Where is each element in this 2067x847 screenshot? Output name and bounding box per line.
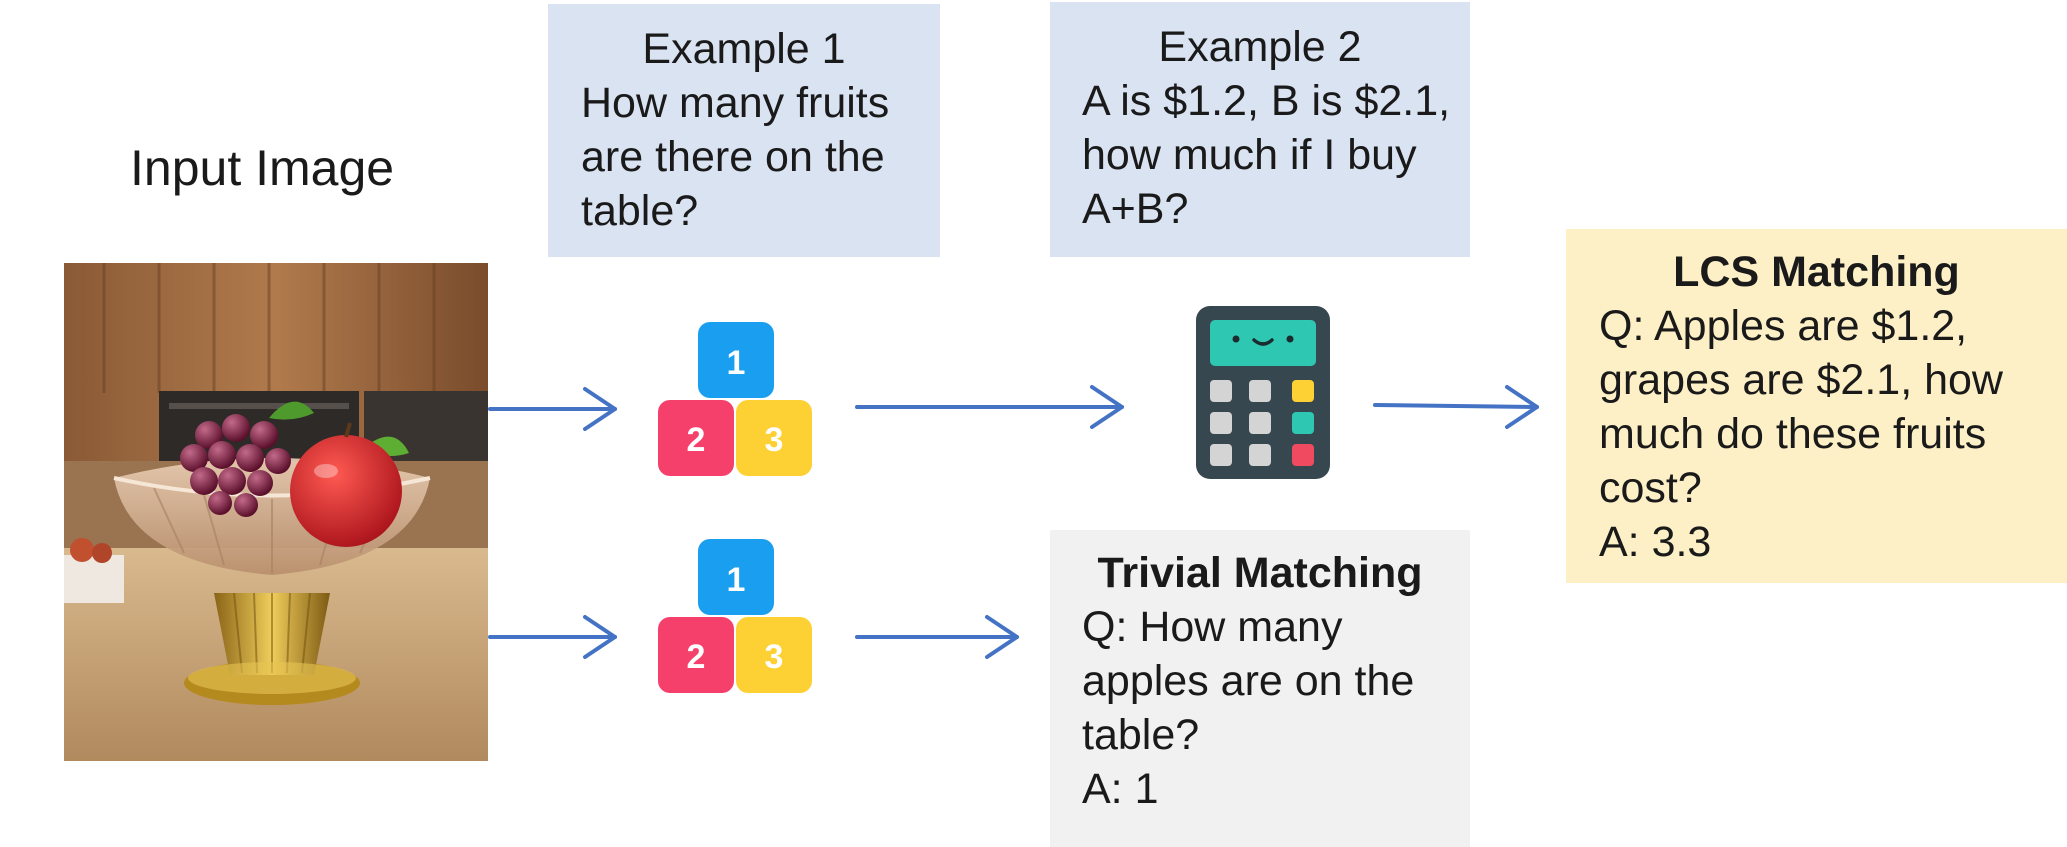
block-2-label: 2: [687, 638, 706, 676]
example-1-box: Example 1 How many fruits are there on t…: [548, 4, 940, 257]
block-1: [698, 322, 774, 398]
lcs-matching-line: much do these fruits: [1599, 410, 1987, 458]
arrow-image-to-blocks-bottom: [488, 615, 617, 659]
arrow-calculator-to-lcs: [1373, 385, 1539, 429]
lcs-matching-line: A: 3.3: [1599, 518, 1712, 566]
input-image-title: Input Image: [130, 140, 395, 196]
block-3: [736, 617, 812, 693]
block-3: [736, 400, 812, 476]
lcs-matching-box: LCS Matching Q: Apples are $1.2, grapes …: [1566, 229, 2067, 583]
arrow-blocks-to-trivial: [855, 615, 1019, 659]
trivial-matching-line: apples are on the: [1082, 657, 1415, 705]
lcs-matching-line: grapes are $2.1, how: [1599, 356, 2003, 404]
lcs-matching-line: Q: Apples are $1.2,: [1599, 302, 1968, 350]
input-photo: [64, 263, 488, 761]
block-1-label: 1: [727, 561, 746, 599]
block-2: [658, 400, 734, 476]
block-1: [698, 539, 774, 615]
trivial-matching-title: Trivial Matching: [1097, 549, 1423, 597]
number-blocks-icon: 1 2 3: [658, 322, 812, 476]
block-2: [658, 617, 734, 693]
trivial-matching-line: A: 1: [1082, 765, 1159, 813]
lcs-matching-title: LCS Matching: [1673, 248, 1960, 296]
example-2-line: A is $1.2, B is $2.1,: [1082, 77, 1451, 125]
example-2-heading: Example 2: [1158, 23, 1362, 71]
trivial-matching-box: Trivial Matching Q: How many apples are …: [1050, 530, 1470, 847]
calculator-icon: [1196, 306, 1330, 479]
trivial-matching-line: table?: [1082, 711, 1200, 759]
trivial-matching-line: Q: How many: [1082, 603, 1343, 651]
example-2-line: A+B?: [1082, 185, 1189, 233]
example-1-line: How many fruits: [581, 79, 890, 127]
number-blocks-icon: 1 2 3: [658, 539, 812, 693]
block-2-label: 2: [687, 421, 706, 459]
example-1-line: table?: [581, 187, 699, 235]
example-1-heading: Example 1: [642, 25, 846, 73]
block-1-label: 1: [727, 344, 746, 382]
block-3-label: 3: [765, 421, 784, 459]
example-2-box: Example 2 A is $1.2, B is $2.1, how much…: [1050, 2, 1470, 257]
arrow-blocks-to-calculator: [855, 385, 1124, 429]
example-1-line: are there on the: [581, 133, 885, 181]
arrow-image-to-blocks-top: [488, 387, 617, 431]
block-3-label: 3: [765, 638, 784, 676]
lcs-matching-line: cost?: [1599, 464, 1702, 512]
example-2-line: how much if I buy: [1082, 131, 1417, 179]
